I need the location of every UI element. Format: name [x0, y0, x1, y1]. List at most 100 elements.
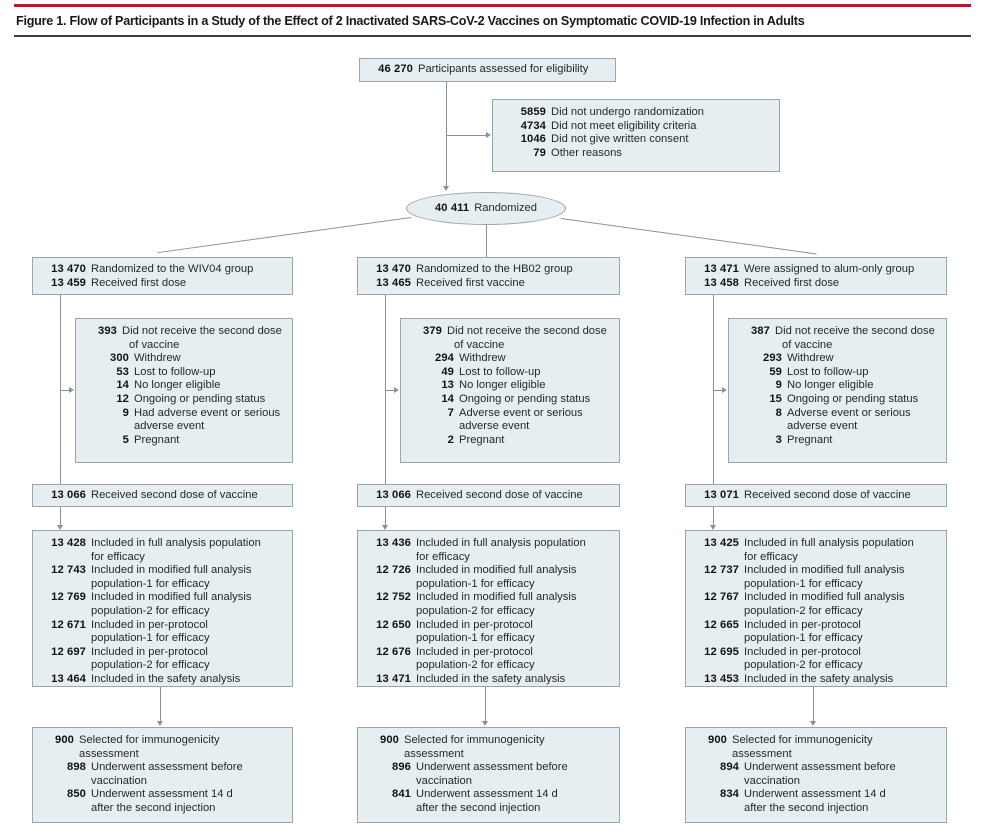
analysis-count: 12 676 — [376, 645, 411, 658]
dropout-reason: 15 Ongoing or pending status — [736, 393, 939, 407]
analysis-line: 13 453 Included in the safety analysis — [693, 673, 939, 687]
dropout-reason: 12 Ongoing or pending status — [83, 393, 285, 407]
connector-analysis-immuno — [485, 687, 486, 721]
assignment-line: 13 465 Received first vaccine — [365, 277, 612, 291]
dropout-line: 393 Did not receive the second dose — [83, 325, 285, 339]
arrow-to-dropout — [394, 386, 399, 393]
immunogenicity-box: 900 Selected for immunogenicity assessme… — [357, 727, 620, 823]
excluded-reason-label: Did not give written consent — [551, 133, 689, 146]
assignment-count: 13 471 — [704, 263, 739, 275]
assignment-label: Randomized to the WIV04 group — [91, 263, 254, 275]
connector-assessed-down — [446, 82, 447, 186]
dropout-label-cont: of vaccine — [454, 338, 505, 351]
arm-dropout-box: 387 Did not receive the second dose of v… — [728, 318, 947, 463]
dropout-reason-label: No longer eligible — [787, 379, 874, 392]
immuno-item-cont: after the second injection — [744, 801, 869, 814]
dropout-reason: 14 Ongoing or pending status — [408, 393, 612, 407]
assessed-line: 46 270 Participants assessed for eligibi… — [367, 63, 608, 77]
dropout-reason-count: 53 — [116, 365, 129, 378]
second-dose-line: 13 066 Received second dose of vaccine — [40, 489, 285, 503]
excluded-reason: 4734 Did not meet eligibility criteria — [500, 120, 772, 134]
immuno-item-label: Underwent assessment before — [416, 761, 568, 774]
dropout-reason: 59 Lost to follow-up — [736, 366, 939, 380]
immuno-item-label: Underwent assessment before — [91, 761, 243, 774]
analysis-line: 12 650 Included in per-protocol — [365, 619, 612, 633]
dropout-reason-count: 300 — [110, 352, 129, 365]
analysis-box: 13 436 Included in full analysis populat… — [357, 530, 620, 687]
analysis-label-cont: population-1 for efficacy — [744, 577, 863, 590]
second-dose-box: 13 071 Received second dose of vaccine — [685, 484, 947, 507]
connector-analysis-immuno — [160, 687, 161, 721]
analysis-label-cont: for efficacy — [91, 550, 145, 563]
analysis-line: 12 695 Included in per-protocol — [693, 646, 939, 660]
analysis-label-cont: population-1 for efficacy — [91, 632, 210, 645]
dropout-reason-label: Lost to follow-up — [459, 365, 541, 378]
analysis-label: Included in per-protocol — [91, 645, 208, 658]
immuno-item: 850 Underwent assessment 14 d — [40, 788, 285, 802]
second-dose-label: Received second dose of vaccine — [744, 489, 911, 501]
assignment-line: 13 458 Received first dose — [693, 277, 939, 291]
connector-to-excluded — [446, 135, 486, 136]
dropout-label: Did not receive the second dose — [775, 325, 935, 337]
excluded-line: 5859 Did not undergo randomization — [500, 106, 772, 120]
dropout-reason-label: Lost to follow-up — [134, 365, 216, 378]
dropout-count: 393 — [98, 325, 117, 337]
immuno-line: 900 Selected for immunogenicity — [365, 734, 612, 748]
dropout-reason-label: Had adverse event or serious — [134, 406, 281, 419]
analysis-label: Included in per-protocol — [744, 618, 861, 631]
analysis-count: 12 665 — [704, 618, 739, 631]
assignment-label: Received first dose — [744, 276, 840, 289]
assessed-count: 46 270 — [378, 63, 413, 75]
dropout-reason-label: Ongoing or pending status — [459, 392, 591, 405]
analysis-label-cont: population-1 for efficacy — [416, 632, 535, 645]
immuno-item-cont: after the second injection — [91, 801, 216, 814]
randomized-label: Randomized — [474, 201, 537, 214]
analysis-label: Included in modified full analysis — [416, 591, 577, 604]
immuno-item: 841 Underwent assessment 14 d — [365, 788, 612, 802]
arm-dropout-box: 379 Did not receive the second dose of v… — [400, 318, 620, 463]
excluded-reason-count: 1046 — [520, 133, 546, 146]
immuno-item: 834 Underwent assessment 14 d — [693, 788, 939, 802]
analysis-label: Included in modified full analysis — [744, 591, 905, 604]
assignment-count: 13 465 — [376, 276, 411, 289]
excluded-box: 5859 Did not undergo randomization 4734 … — [492, 99, 780, 172]
arrow-to-dropout — [722, 386, 727, 393]
immuno-count: 900 — [380, 734, 399, 746]
dropout-reason-label: Adverse event or serious — [787, 406, 911, 419]
dropout-reason-count: 9 — [775, 379, 782, 392]
dropout-reason-label: Withdrew — [134, 352, 181, 365]
assignment-label: Received first vaccine — [416, 276, 525, 289]
immuno-label: Selected for immunogenicity — [404, 734, 545, 746]
dropout-reason: 14 No longer eligible — [83, 379, 285, 393]
immuno-count: 900 — [708, 734, 727, 746]
immuno-line: 900 Selected for immunogenicity — [693, 734, 939, 748]
excluded-count: 5859 — [520, 106, 546, 118]
dropout-reason-count: 12 — [116, 392, 129, 405]
assignment-label: Received first dose — [91, 276, 187, 289]
analysis-label-cont: population-1 for efficacy — [416, 577, 535, 590]
immuno-item-label: Underwent assessment 14 d — [416, 788, 558, 801]
analysis-label-cont: population-1 for efficacy — [744, 632, 863, 645]
dropout-reason-label: Withdrew — [459, 352, 506, 365]
assignment-count: 13 470 — [51, 263, 86, 275]
dropout-reason: 13 No longer eligible — [408, 379, 612, 393]
dropout-count: 379 — [423, 325, 442, 337]
dropout-count: 387 — [751, 325, 770, 337]
dropout-reason-label: Pregnant — [459, 433, 505, 446]
dropout-reason-count: 15 — [769, 392, 782, 405]
analysis-label-cont: population-1 for efficacy — [91, 577, 210, 590]
analysis-count: 13 428 — [51, 537, 86, 549]
arrow-to-dropout — [69, 386, 74, 393]
immuno-item-count: 850 — [67, 788, 86, 801]
analysis-line: 13 471 Included in the safety analysis — [365, 673, 612, 687]
connector-seconddose-analysis — [713, 507, 714, 525]
arrow-to-immuno — [481, 721, 488, 726]
dropout-reason-count: 8 — [775, 406, 782, 419]
analysis-line: 12 769 Included in modified full analysi… — [40, 591, 285, 605]
analysis-line: 13 428 Included in full analysis populat… — [40, 537, 285, 551]
dropout-reason: 293 Withdrew — [736, 352, 939, 366]
immuno-item-count: 894 — [720, 761, 739, 774]
dropout-reason-cont: adverse event — [787, 420, 858, 433]
assessed-box: 46 270 Participants assessed for eligibi… — [359, 58, 616, 82]
immuno-label: Selected for immunogenicity — [79, 734, 220, 746]
